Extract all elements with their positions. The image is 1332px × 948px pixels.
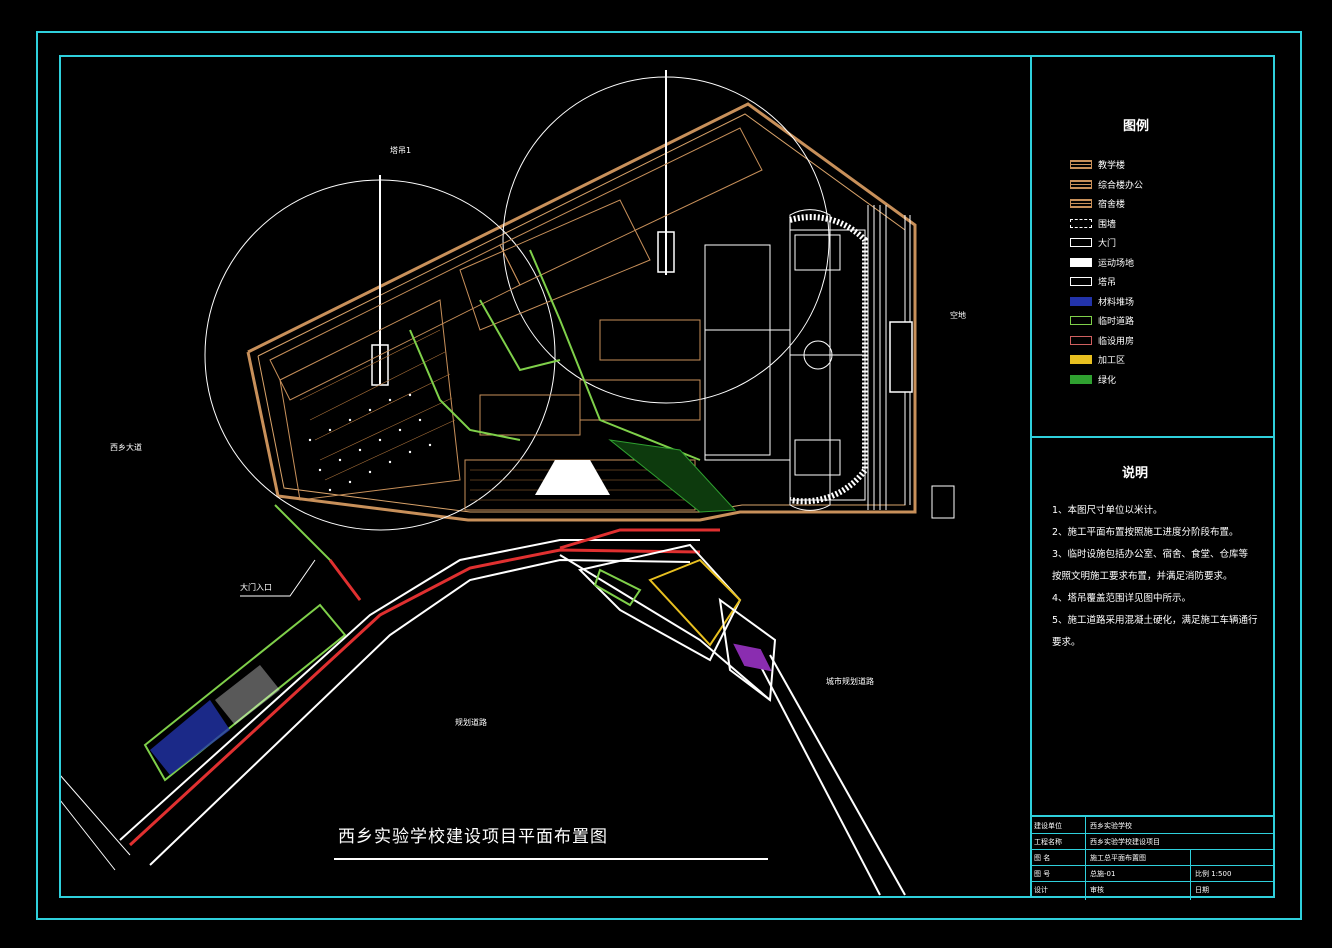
legend-item: 宿舍楼	[1070, 194, 1143, 214]
label-gate: 大门入口	[240, 583, 272, 592]
site-boundary-inner	[257, 113, 906, 513]
title-block-cell: 施工总平面布置图	[1090, 854, 1146, 862]
title-block-cell: 设计	[1034, 886, 1048, 894]
legend-label: 加工区	[1098, 356, 1126, 367]
entrance-plaza	[535, 460, 610, 495]
legend-label: 临设用房	[1098, 336, 1135, 347]
site-boundary	[246, 102, 917, 522]
green-hatch	[608, 439, 737, 513]
note-line: 按照文明施工要求布置，并满足消防要求。	[1052, 571, 1233, 582]
side-panel-divider	[1030, 55, 1032, 898]
title-block-cell: 西乡实验学校	[1090, 822, 1132, 830]
drawing-title-underline	[334, 858, 768, 860]
outer-border	[36, 31, 1302, 920]
note-line: 4、塔吊覆盖范围详见图中所示。	[1052, 593, 1192, 604]
tb-row-divider	[1030, 849, 1275, 850]
note-line: 3、临时设施包括办公室、宿舍、食堂、仓库等	[1052, 549, 1249, 560]
crane-base-2	[657, 231, 675, 273]
title-block-cell: 比例 1:500	[1195, 870, 1232, 878]
temp-facilities-sw	[143, 603, 347, 782]
tb-row-divider	[1030, 881, 1275, 882]
red-markings	[128, 528, 720, 847]
access-road	[119, 539, 906, 896]
tb-row-divider	[1030, 865, 1275, 866]
notes-list: 1、本图尺寸单位以米计。 2、施工平面布置按照施工进度分阶段布置。 3、临时设施包括…	[1052, 500, 1274, 654]
legend-item: 绿化	[1070, 370, 1143, 390]
legend-item: 加工区	[1070, 350, 1143, 370]
label-road-west: 西乡大道	[110, 443, 142, 452]
legend-swatch	[1070, 199, 1092, 209]
west-road	[59, 774, 131, 871]
legend-swatch	[1070, 257, 1092, 267]
title-block-cell: 日期	[1195, 886, 1209, 894]
label-area-east: 空地	[950, 311, 966, 320]
legend-label: 围墙	[1098, 219, 1117, 230]
legend-swatch	[1070, 179, 1092, 189]
legend-label: 绿化	[1098, 375, 1117, 386]
legend-label: 材料堆场	[1098, 297, 1135, 308]
notes-title: 说明	[1122, 466, 1149, 481]
legend-swatch	[1070, 218, 1092, 228]
legend-list: 教学楼综合楼办公宿舍楼围墙大门运动场地塔吊材料堆场临时道路临设用房加工区绿化	[1070, 155, 1143, 389]
note-line: 1、本图尺寸单位以米计。	[1052, 505, 1163, 516]
label-road-south: 规划道路	[455, 718, 487, 727]
title-block-cell: 审核	[1090, 886, 1104, 894]
legend-label: 宿舍楼	[1098, 200, 1126, 211]
legend-swatch	[1070, 316, 1092, 326]
temp-facilities-se	[578, 543, 777, 702]
inner-border	[59, 55, 1275, 898]
gate-leader	[240, 559, 316, 597]
legend-label: 大门	[1098, 239, 1117, 250]
legend-swatch	[1070, 238, 1092, 248]
legend-item: 临时道路	[1070, 311, 1143, 331]
legend-label: 运动场地	[1098, 258, 1135, 269]
legend-label: 临时道路	[1098, 317, 1135, 328]
title-block: 建设单位 西乡实验学校工程名称 西乡实验学校建设项目图 名 施工总平面布置图图 号 总施…	[1030, 815, 1275, 900]
legend-swatch	[1070, 335, 1092, 345]
legend-swatch	[1070, 160, 1092, 170]
legend-label: 塔吊	[1098, 278, 1117, 289]
legend-notes-divider	[1030, 436, 1275, 438]
title-block-cell: 建设单位	[1034, 822, 1062, 830]
legend-label: 综合楼办公	[1098, 180, 1144, 191]
legend-item: 塔吊	[1070, 272, 1143, 292]
title-block-cell: 西乡实验学校建设项目	[1090, 838, 1160, 846]
drawing-title: 西乡实验学校建设项目平面布置图	[338, 827, 608, 847]
title-block-cell: 总施-01	[1090, 870, 1116, 878]
legend-item: 教学楼	[1070, 155, 1143, 175]
sports-field	[704, 205, 955, 519]
legend-title: 图例	[1123, 119, 1150, 134]
legend-swatch	[1070, 277, 1092, 287]
legend-item: 运动场地	[1070, 253, 1143, 273]
title-block-cell: 工程名称	[1034, 838, 1062, 846]
legend-item: 综合楼办公	[1070, 175, 1143, 195]
tb-col-divider	[1085, 817, 1086, 900]
courtyard-trees	[308, 393, 432, 492]
legend-item: 临设用房	[1070, 331, 1143, 351]
tb-col-divider	[1190, 849, 1191, 900]
legend-label: 教学楼	[1098, 161, 1126, 172]
legend-item: 围墙	[1070, 214, 1143, 234]
legend-item: 材料堆场	[1070, 292, 1143, 312]
note-line: 要求。	[1052, 637, 1081, 648]
tb-row-divider	[1030, 833, 1275, 834]
note-line: 2、施工平面布置按照施工进度分阶段布置。	[1052, 527, 1239, 538]
title-block-cell: 图 名	[1034, 854, 1051, 862]
legend-swatch	[1070, 355, 1092, 365]
note-line: 5、施工道路采用混凝土硬化，满足施工车辆通行	[1052, 615, 1258, 626]
legend-swatch	[1070, 374, 1092, 384]
label-north-a: 塔吊1	[390, 146, 412, 155]
legend-item: 大门	[1070, 233, 1143, 253]
title-block-cell: 图 号	[1034, 870, 1051, 878]
legend-swatch	[1070, 296, 1092, 306]
label-road-se: 城市规划道路	[826, 677, 874, 686]
